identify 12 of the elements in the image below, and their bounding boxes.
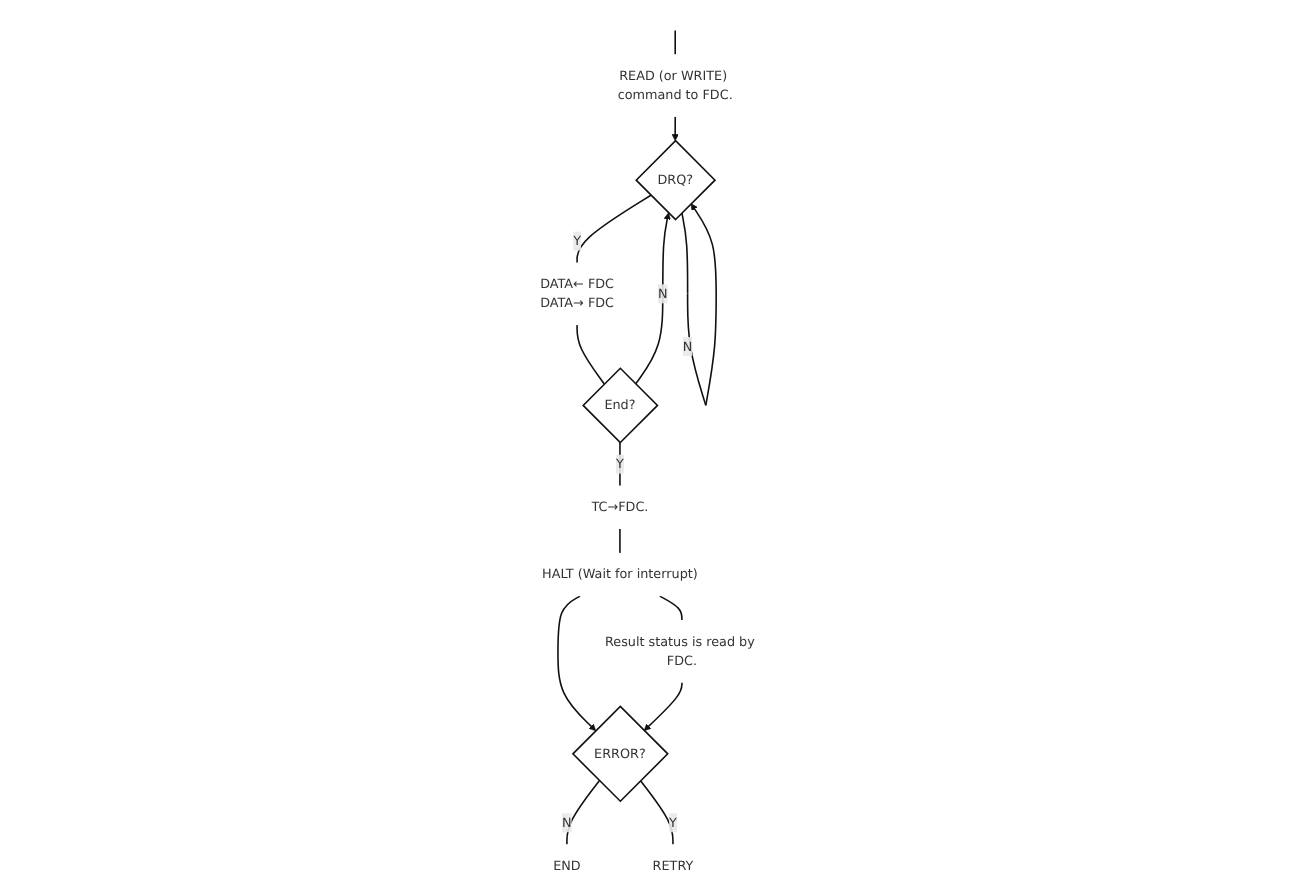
arrow [671, 115, 679, 142]
connector [576, 194, 652, 264]
connector [619, 528, 621, 554]
connector [674, 29, 676, 56]
arrow [557, 595, 597, 731]
connector [566, 779, 601, 846]
connector [658, 595, 683, 621]
arrow [634, 212, 671, 385]
arrow [643, 681, 683, 731]
connector [576, 324, 606, 385]
connector [639, 779, 674, 846]
arrow [681, 203, 717, 407]
